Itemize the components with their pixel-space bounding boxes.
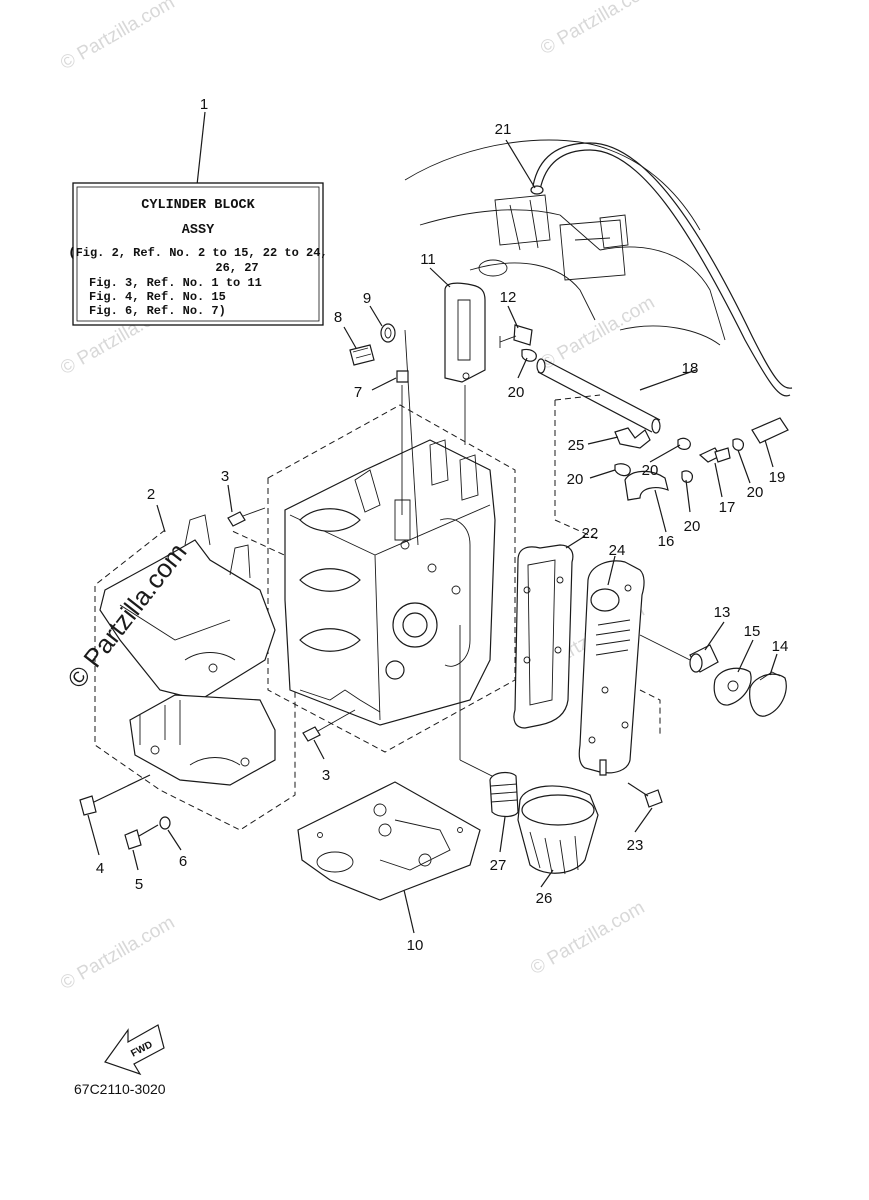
callout-15: 15 — [744, 623, 761, 640]
callout-14: 14 — [772, 638, 789, 655]
callout-16: 16 — [658, 533, 675, 550]
hose-19-end — [751, 417, 789, 444]
callout-22: 22 — [582, 525, 599, 542]
callout-4: 4 — [96, 860, 104, 877]
watermark: © Partzilla.com — [537, 0, 658, 59]
callout-20: 20 — [642, 462, 659, 479]
bolt-23-part — [627, 782, 663, 808]
watermark: © Partzilla.com — [57, 912, 178, 994]
oil-filter-part — [517, 785, 599, 875]
watermark: © Partzilla.com — [527, 897, 648, 979]
callout-1: 1 — [200, 96, 208, 113]
callout-20: 20 — [567, 471, 584, 488]
callout-23: 23 — [627, 837, 644, 854]
watermark: © Partzilla.com — [57, 0, 178, 74]
assembly-ref-line: Fig. 6, Ref. No. 7) — [89, 304, 226, 318]
hose-18 — [536, 358, 661, 434]
callout-20: 20 — [747, 484, 764, 501]
callout-9: 9 — [363, 290, 371, 307]
callout-20: 20 — [684, 518, 701, 535]
callout-8: 8 — [334, 309, 342, 326]
diagram-code: 67C2110-3020 — [74, 1081, 166, 1097]
gasket-10-part — [297, 781, 481, 901]
callout-12: 12 — [500, 289, 517, 306]
callout-18: 18 — [682, 360, 699, 377]
watermark: © Partzilla.com — [537, 292, 658, 374]
callout-17: 17 — [719, 499, 736, 516]
callout-3: 3 — [322, 767, 330, 784]
crankcase-part — [99, 514, 276, 786]
callout-labels: 1 2 3 3 4 5 6 7 8 9 10 11 12 13 14 15 16… — [96, 96, 789, 954]
callout-7: 7 — [354, 384, 362, 401]
assembly-ref-line: Fig. 3, Ref. No. 1 to 11 — [89, 276, 262, 290]
callout-21: 21 — [495, 121, 512, 138]
thermostat-parts — [689, 644, 787, 717]
callout-11: 11 — [420, 251, 436, 268]
dowel-pin-part — [227, 507, 356, 742]
exhaust-cover-part — [578, 560, 645, 776]
bracket-part — [444, 282, 486, 383]
callout-10: 10 — [407, 937, 424, 954]
assembly-title: CYLINDER BLOCK — [141, 198, 255, 213]
assembly-ref-line: Fig. 4, Ref. No. 15 — [89, 290, 226, 304]
engine-cowl-outline — [404, 139, 726, 346]
assembly-ref-line: (Fig. 2, Ref. No. 2 to 15, 22 to 24, — [68, 246, 327, 260]
callout-5: 5 — [135, 876, 143, 893]
bolt-4-5-parts — [79, 774, 171, 850]
assembly-subtitle: ASSY — [182, 223, 215, 238]
callout-20: 20 — [508, 384, 525, 401]
leader-lines — [87, 139, 778, 934]
assembly-note-box: CYLINDER BLOCK ASSY (Fig. 2, Ref. No. 2 … — [68, 111, 328, 326]
assembly-ref-line: 26, 27 — [215, 261, 258, 275]
callout-25: 25 — [568, 437, 585, 454]
callout-3: 3 — [221, 468, 229, 485]
callout-13: 13 — [714, 604, 731, 621]
callout-2: 2 — [147, 486, 155, 503]
cylinder-block-part — [284, 439, 496, 726]
callout-26: 26 — [536, 890, 553, 907]
fwd-arrow-icon: FWD — [104, 1024, 165, 1076]
hose-21 — [530, 142, 793, 397]
callout-24: 24 — [609, 542, 626, 559]
callout-27: 27 — [490, 857, 507, 874]
callout-6: 6 — [179, 853, 187, 870]
callout-19: 19 — [769, 469, 786, 486]
gasket-22-part — [513, 544, 574, 729]
plug-parts — [349, 323, 409, 383]
fitting-parts — [614, 427, 744, 501]
bolt-part — [499, 324, 537, 362]
oil-strainer-part — [489, 771, 519, 818]
